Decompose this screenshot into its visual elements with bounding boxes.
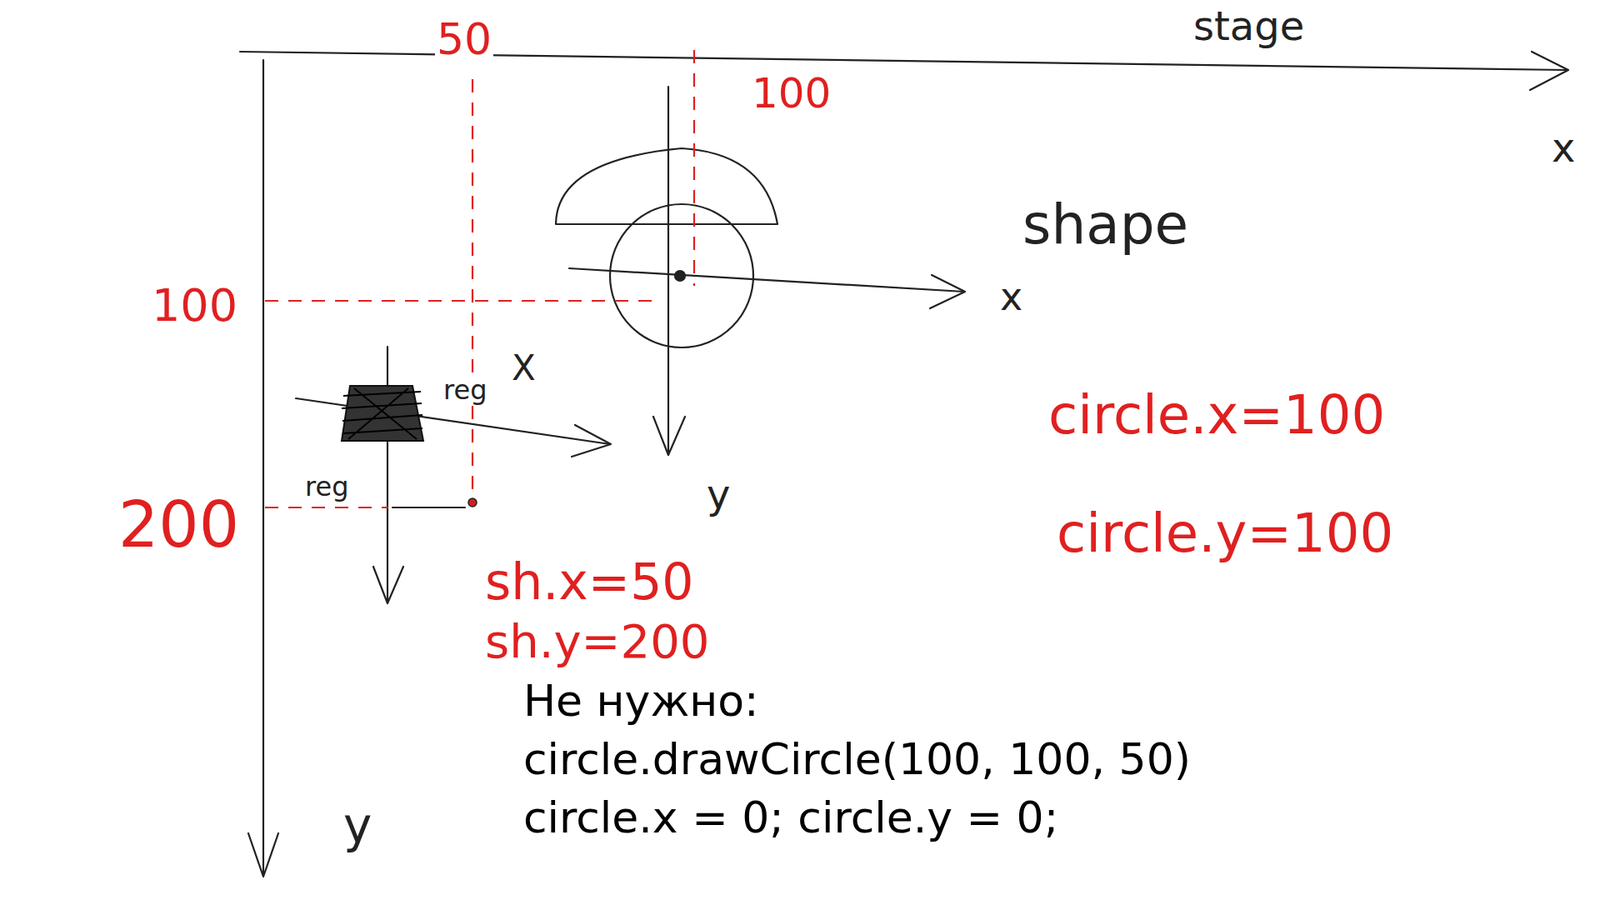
guide-line: [471, 79, 474, 499]
axis-label: y: [705, 471, 732, 518]
scribble-fill: [341, 388, 423, 440]
code-text: circle.drawCircle(100, 100, 50): [521, 735, 1193, 785]
filled-shape: [341, 385, 424, 441]
property-note: sh.x=50: [483, 553, 696, 611]
stage-y-axis: [262, 60, 265, 875]
shape-y-axis: [667, 86, 670, 455]
small-y-axis: [386, 346, 389, 602]
registration-point: [468, 498, 477, 507]
dimension-label: 100: [750, 70, 833, 119]
note-text: Не нужно:: [521, 676, 761, 727]
code-text: circle.x = 0; circle.y = 0;: [521, 793, 1060, 844]
guide-line: [265, 506, 389, 509]
arrow-head: [1530, 51, 1569, 90]
axis-label: x: [1550, 125, 1577, 171]
property-note: circle.y=100: [1055, 503, 1395, 565]
arrow-head: [571, 425, 611, 457]
shape-x-axis: [569, 268, 965, 292]
arrow-head: [930, 275, 965, 309]
dimension-label: 100: [150, 280, 240, 332]
guide-line: [265, 300, 654, 302]
hat-shape: [555, 148, 778, 225]
arrow-head: [653, 416, 685, 455]
property-note: sh.y=200: [483, 615, 711, 669]
axis-label: x: [998, 275, 1025, 320]
stage-label: stage: [1191, 3, 1306, 50]
arrow-head: [248, 833, 279, 877]
registration-point: [675, 270, 685, 281]
arrow-head: [373, 566, 404, 604]
axis-label: X: [510, 348, 538, 389]
guide-line: [693, 50, 695, 286]
registration-label: reg: [303, 471, 350, 503]
circle-shape: [610, 204, 754, 348]
axis-label: y: [341, 798, 374, 855]
dimension-label: 200: [116, 488, 241, 561]
property-note: circle.x=100: [1046, 385, 1387, 447]
leader-line: [392, 506, 465, 509]
shape-label: shape: [1020, 193, 1190, 257]
registration-label: reg: [441, 375, 489, 406]
dimension-label: 50: [435, 15, 494, 65]
